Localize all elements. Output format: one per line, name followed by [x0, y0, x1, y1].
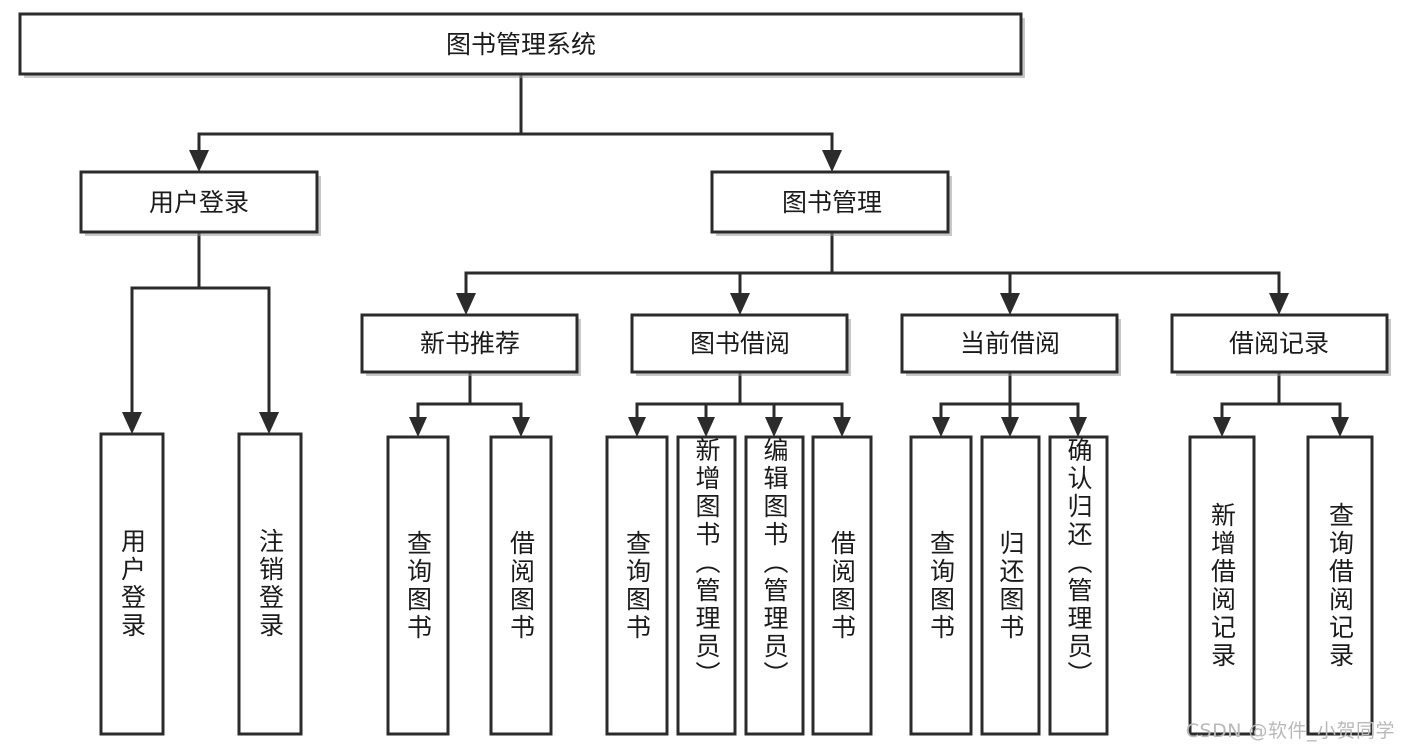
user-login-box[interactable] — [79, 170, 319, 234]
leaf-box-borrow-1[interactable] — [605, 435, 669, 736]
node-root[interactable]: 图书管理系统 — [18, 12, 1025, 78]
arrow-current-leaf-2 — [1001, 417, 1019, 437]
arrow-userlogin-leaf-2 — [259, 412, 279, 434]
arrow-current-leaf-1 — [932, 417, 950, 437]
book-borrow-label: 图书借阅 — [690, 329, 790, 358]
leaf-box-record-1[interactable] — [1188, 435, 1256, 736]
new-book-recommend-box[interactable] — [360, 313, 579, 374]
node-current-borrow[interactable]: 当前借阅 — [900, 313, 1121, 376]
leaf-box-record-2[interactable] — [1306, 435, 1374, 736]
arrow-level3-4 — [1269, 293, 1289, 315]
arrow-level3-3 — [1000, 293, 1020, 315]
arrow-newbook-leaf-2 — [512, 417, 530, 437]
arrow-borrow-leaf-2 — [697, 417, 715, 437]
arrow-newbook-leaf-1 — [409, 417, 427, 437]
root-label: 图书管理系统 — [446, 30, 596, 59]
arrow-level3-1 — [456, 293, 476, 315]
arrow-borrow-leaf-1 — [628, 417, 646, 437]
arrow-record-leaf-1 — [1213, 417, 1231, 437]
user-login-label: 用户登录 — [149, 188, 249, 217]
arrow-record-leaf-2 — [1331, 417, 1349, 437]
watermark: CSDN @软件_小贺同学 — [1185, 720, 1395, 742]
leaf-box-newbook-2[interactable] — [489, 435, 553, 736]
arrow-borrow-leaf-3 — [765, 417, 783, 437]
leaf-box-newbook-1[interactable] — [386, 435, 450, 736]
node-book-management[interactable]: 图书管理 — [710, 170, 952, 236]
borrow-record-label: 借阅记录 — [1229, 329, 1329, 358]
book-management-label: 图书管理 — [782, 188, 882, 217]
book-management-box[interactable] — [710, 170, 950, 234]
arrow-book-mgmt — [822, 150, 842, 172]
arrow-user-login — [189, 150, 209, 172]
root-box[interactable] — [18, 12, 1023, 76]
book-borrow-box[interactable] — [630, 313, 849, 374]
current-borrow-box[interactable] — [900, 313, 1119, 374]
node-book-borrow[interactable]: 图书借阅 — [630, 313, 851, 376]
leaf-box-current-3[interactable] — [1048, 435, 1109, 736]
leaf-box-borrow-2[interactable] — [676, 435, 737, 736]
leaf-box-user-login-1[interactable] — [99, 432, 165, 736]
arrow-userlogin-leaf-1 — [122, 412, 142, 434]
leaf-box-borrow-3[interactable] — [744, 435, 805, 736]
node-user-login[interactable]: 用户登录 — [79, 170, 321, 236]
leaf-boxes — [99, 432, 1374, 736]
arrowheads — [122, 150, 1349, 437]
connectors — [130, 74, 1342, 419]
leaf-box-user-login-2[interactable] — [237, 432, 303, 736]
arrow-current-leaf-3 — [1069, 417, 1087, 437]
node-borrow-record[interactable]: 借阅记录 — [1170, 313, 1391, 376]
leaf-box-current-1[interactable] — [909, 435, 973, 736]
leaf-box-current-2[interactable] — [980, 435, 1041, 736]
current-borrow-label: 当前借阅 — [960, 329, 1060, 358]
leaf-box-borrow-4[interactable] — [811, 435, 873, 736]
arrow-level3-2 — [730, 293, 750, 315]
arrow-borrow-leaf-4 — [833, 417, 851, 437]
node-new-book-recommend[interactable]: 新书推荐 — [360, 313, 581, 376]
new-book-recommend-label: 新书推荐 — [420, 329, 520, 358]
borrow-record-box[interactable] — [1170, 313, 1389, 374]
